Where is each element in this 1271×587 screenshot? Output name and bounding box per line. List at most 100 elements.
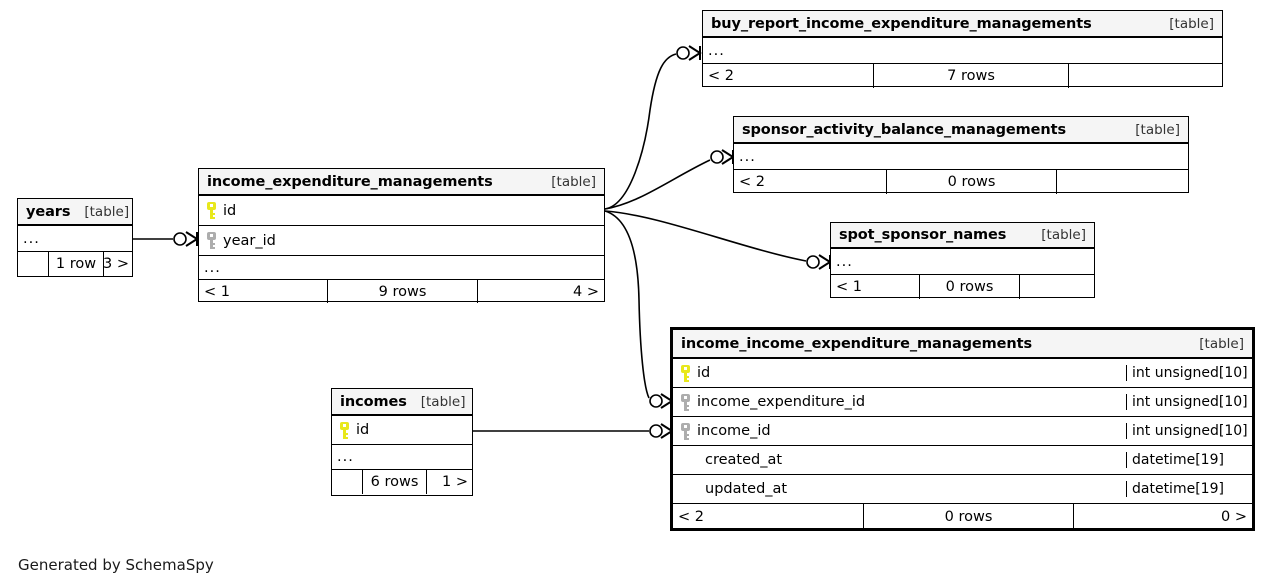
- table-header: spot_sponsor_names [table]: [831, 223, 1094, 249]
- more-columns-row[interactable]: ...: [332, 445, 472, 470]
- edge-iem-to-income-iem: [604, 210, 674, 409]
- footer-row-count: 0 rows: [863, 504, 1073, 530]
- more-columns-row[interactable]: ...: [703, 38, 1222, 64]
- more-columns-row[interactable]: ...: [18, 226, 132, 252]
- foreign-key-icon: [680, 393, 691, 411]
- table-header: buy_report_income_expenditure_management…: [703, 11, 1222, 38]
- table-spot_sponsor_names[interactable]: spot_sponsor_names [table]... < 1 0 rows: [830, 222, 1095, 299]
- table-type-tag: [table]: [551, 173, 596, 190]
- column-name-cell: id: [199, 202, 604, 219]
- column-type-cell: int unsigned[10]: [1126, 394, 1252, 410]
- footer-children-count: 3 >: [103, 252, 134, 276]
- foreign-key-icon: [680, 422, 691, 440]
- footer-children-count: 1 >: [426, 470, 473, 494]
- more-columns-row[interactable]: ...: [831, 249, 1094, 275]
- table-title: spot_sponsor_names: [839, 227, 1007, 243]
- table-title: income_income_expenditure_managements: [681, 335, 1032, 352]
- column-type-cell: int unsigned[10]: [1126, 365, 1252, 381]
- credit-text: Generated by SchemaSpy: [18, 556, 214, 574]
- edge-incomes-to-income-iem: [473, 423, 674, 439]
- column-label: updated_at: [705, 481, 788, 497]
- column-name-cell: id: [673, 364, 1126, 382]
- footer-children-count: 4 >: [477, 280, 604, 303]
- column-row[interactable]: id: [332, 416, 472, 445]
- table-header: incomes [table]: [332, 389, 472, 416]
- edge-iem-to-sponsor-activity-balance: [604, 149, 735, 210]
- column-type-cell: datetime[19]: [1126, 481, 1252, 497]
- table-footer: < 2 0 rows: [734, 170, 1188, 194]
- footer-row-count: 7 rows: [873, 64, 1068, 88]
- table-income_expenditure_managements[interactable]: income_expenditure_managements [table] id y…: [198, 168, 605, 303]
- footer-parents-count: < 2: [678, 509, 704, 525]
- table-title: income_expenditure_managements: [207, 173, 493, 190]
- more-columns-row[interactable]: ...: [199, 256, 604, 280]
- edge-iem-to-buy-report: [604, 45, 702, 210]
- column-name-cell: income_id: [673, 422, 1126, 440]
- column-type-cell: datetime[19]: [1126, 452, 1252, 468]
- footer-parents-count: < 1: [204, 283, 230, 300]
- footer-row-count: 1 row: [48, 252, 103, 276]
- column-row[interactable]: id: [199, 196, 604, 226]
- primary-key-icon: [339, 421, 350, 439]
- footer-parents-count: < 2: [739, 174, 765, 190]
- column-name-cell: year_id: [199, 232, 604, 249]
- table-footer: < 1 0 rows: [831, 275, 1094, 299]
- table-header: years [table]: [18, 199, 132, 226]
- footer-row-count: 0 rows: [886, 170, 1056, 194]
- column-label: id: [356, 422, 370, 438]
- table-title: incomes: [340, 393, 407, 410]
- table-title: buy_report_income_expenditure_management…: [711, 15, 1092, 32]
- footer-row-count: 0 rows: [919, 275, 1019, 299]
- table-income_income_expenditure_managements[interactable]: income_income_expenditure_managements [ta…: [670, 327, 1255, 531]
- footer-children-count: [1068, 64, 1222, 88]
- table-header: sponsor_activity_balance_managements [tab…: [734, 117, 1188, 144]
- foreign-key-icon: [206, 232, 217, 249]
- column-name-cell: income_expenditure_id: [673, 393, 1126, 411]
- footer-row-count: 9 rows: [327, 280, 477, 303]
- table-type-tag: [table]: [1169, 15, 1214, 32]
- footer-children-count: 0 >: [1073, 504, 1252, 530]
- primary-key-icon: [680, 364, 691, 382]
- footer-row-count: 6 rows: [362, 470, 426, 494]
- column-label: id: [223, 202, 237, 219]
- table-type-tag: [table]: [1135, 121, 1180, 138]
- footer-children-count: [1056, 170, 1189, 194]
- column-name-cell: updated_at: [673, 481, 1126, 497]
- table-title: years: [26, 203, 71, 220]
- footer-children-count: [1019, 275, 1095, 299]
- column-row[interactable]: id int unsigned[10]: [673, 359, 1252, 388]
- table-type-tag: [table]: [1041, 227, 1086, 243]
- table-type-tag: [table]: [84, 203, 130, 220]
- table-buy_report_income_expenditure_managements[interactable]: buy_report_income_expenditure_management…: [702, 10, 1223, 88]
- footer-parents-count: < 2: [708, 68, 734, 84]
- primary-key-icon: [206, 202, 217, 219]
- column-row[interactable]: updated_at datetime[19]: [673, 475, 1252, 504]
- column-row[interactable]: created_at datetime[19]: [673, 446, 1252, 475]
- table-type-tag: [table]: [420, 393, 466, 410]
- column-row[interactable]: year_id: [199, 226, 604, 256]
- column-row[interactable]: income_id int unsigned[10]: [673, 417, 1252, 446]
- table-sponsor_activity_balance_managements[interactable]: sponsor_activity_balance_managements [tab…: [733, 116, 1189, 194]
- more-columns-row[interactable]: ...: [734, 144, 1188, 170]
- column-type-cell: int unsigned[10]: [1126, 423, 1252, 439]
- column-label: income_id: [697, 423, 771, 439]
- table-type-tag: [table]: [1199, 335, 1244, 352]
- table-title: sponsor_activity_balance_managements: [742, 121, 1066, 138]
- column-name-cell: created_at: [673, 452, 1126, 468]
- column-label: year_id: [223, 232, 276, 249]
- column-name-cell: id: [332, 421, 472, 439]
- footer-parents-count: < 1: [836, 279, 862, 295]
- edge-years-to-income-expenditure-managements: [133, 231, 199, 247]
- edge-iem-to-spot-sponsor-names: [604, 210, 832, 270]
- column-label: id: [697, 365, 711, 381]
- column-label: created_at: [705, 452, 783, 468]
- footer-parents-count: [332, 470, 362, 494]
